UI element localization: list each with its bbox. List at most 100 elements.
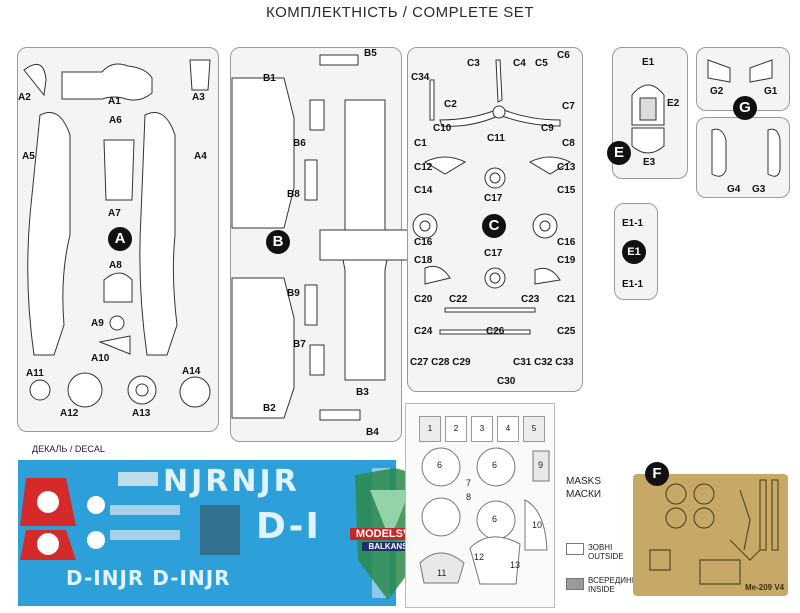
pe-badge: F (645, 462, 669, 486)
part-label: C10 (433, 123, 452, 134)
part-label: C17 (484, 248, 503, 259)
mask-number: 6 (492, 460, 498, 470)
part-label: E3 (643, 157, 656, 168)
part-label: C4 (513, 58, 526, 69)
part-label: E1 (642, 57, 655, 68)
part-label: B3 (356, 387, 369, 398)
part-label: A5 (22, 151, 35, 162)
part-label: B7 (293, 339, 306, 350)
sprue-a-badge: A (108, 227, 132, 251)
part-label: C17 (484, 193, 503, 204)
part-label: C22 (449, 294, 468, 305)
sprue-b-badge: B (266, 230, 290, 254)
part-label: A7 (108, 208, 121, 219)
mask-number: 6 (492, 514, 498, 524)
sprue-e1-badge: E1 (622, 240, 646, 264)
mask-number: 10 (532, 520, 543, 530)
part-label: C12 (414, 162, 433, 173)
part-label: G3 (752, 184, 766, 195)
part-label: C18 (414, 255, 433, 266)
part-label: A9 (91, 318, 104, 329)
part-label: C16 (557, 237, 576, 248)
part-label: A12 (60, 408, 79, 419)
part-label: C21 (557, 294, 576, 305)
part-label: A1 (108, 96, 121, 107)
sprue-c-badge: C (482, 214, 506, 238)
part-label: B9 (287, 288, 300, 299)
part-label: E1-1 (622, 218, 644, 229)
part-label: C3 (467, 58, 480, 69)
mask-number: 12 (474, 552, 485, 562)
part-label: C13 (557, 162, 576, 173)
part-label: A2 (18, 92, 31, 103)
legend-outside-label: ЗОВНІ OUTSIDE (588, 543, 624, 561)
legend-inside-label: ВСЕРЕДИНІ INSIDE (588, 576, 635, 594)
part-label: C19 (557, 255, 576, 266)
mask-box: 4 (497, 416, 519, 442)
part-label: C1 (414, 138, 427, 149)
part-label: A11 (26, 368, 44, 379)
part-label: G1 (764, 86, 778, 97)
mask-box: 1 (419, 416, 441, 442)
part-label: C6 (557, 50, 570, 61)
part-label: C30 (497, 376, 516, 387)
legend-outside-swatch (566, 543, 584, 555)
part-label: C23 (521, 294, 540, 305)
part-label: E1-1 (622, 279, 644, 290)
part-label: A10 (91, 353, 110, 364)
masks-title-en: MASKS (566, 476, 602, 487)
part-label: C7 (562, 101, 575, 112)
watermark-line2: BALKANS (362, 542, 414, 551)
mask-number: 9 (538, 460, 544, 470)
part-label: C9 (541, 123, 554, 134)
part-label: C11 (487, 133, 505, 144)
mask-box: 2 (445, 416, 467, 442)
sprue-e-badge: E (607, 141, 631, 165)
part-label: C31 C32 C33 (513, 357, 574, 368)
decal-code-bottom: D-INJR D-INJR (66, 566, 231, 590)
part-label: B4 (366, 427, 379, 438)
part-label: G4 (727, 184, 741, 195)
part-label: C8 (562, 138, 575, 149)
part-label: A3 (192, 92, 205, 103)
part-label: C34 (411, 72, 430, 83)
pe-model: Me-209 V4 (745, 583, 785, 592)
mask-box: 5 (523, 416, 545, 442)
mask-box: 3 (471, 416, 493, 442)
part-label: C27 C28 C29 (410, 357, 471, 368)
mask-number: 7 (466, 478, 472, 488)
mask-number: 13 (510, 560, 521, 570)
part-label: B5 (364, 48, 377, 59)
part-label: A8 (109, 260, 122, 271)
part-label: C20 (414, 294, 433, 305)
part-label: A6 (109, 115, 122, 126)
part-label: B1 (263, 73, 276, 84)
part-label: C26 (486, 326, 505, 337)
part-label: B2 (263, 403, 276, 414)
decal-title: ДЕКАЛЬ / DECAL (32, 444, 105, 454)
masks-title-ua: МАСКИ (566, 489, 602, 500)
page-title: КОМПЛЕКТНІСТЬ / COMPLETE SET (266, 4, 534, 21)
part-label: C5 (535, 58, 548, 69)
mask-number: 8 (466, 492, 472, 502)
part-label: C14 (414, 185, 433, 196)
part-label: G2 (710, 86, 724, 97)
decal-code-mid: D-I (256, 506, 321, 547)
legend-inside-swatch (566, 578, 584, 590)
mask-number: 11 (437, 568, 447, 578)
part-label: C2 (444, 99, 457, 110)
sprue-g-badge: G (733, 96, 757, 120)
part-label: A4 (194, 151, 207, 162)
part-label: C25 (557, 326, 576, 337)
part-label: C24 (414, 326, 433, 337)
part-label: C16 (414, 237, 433, 248)
part-label: B8 (287, 189, 300, 200)
part-label: A13 (132, 408, 151, 419)
part-label: A14 (182, 366, 201, 377)
